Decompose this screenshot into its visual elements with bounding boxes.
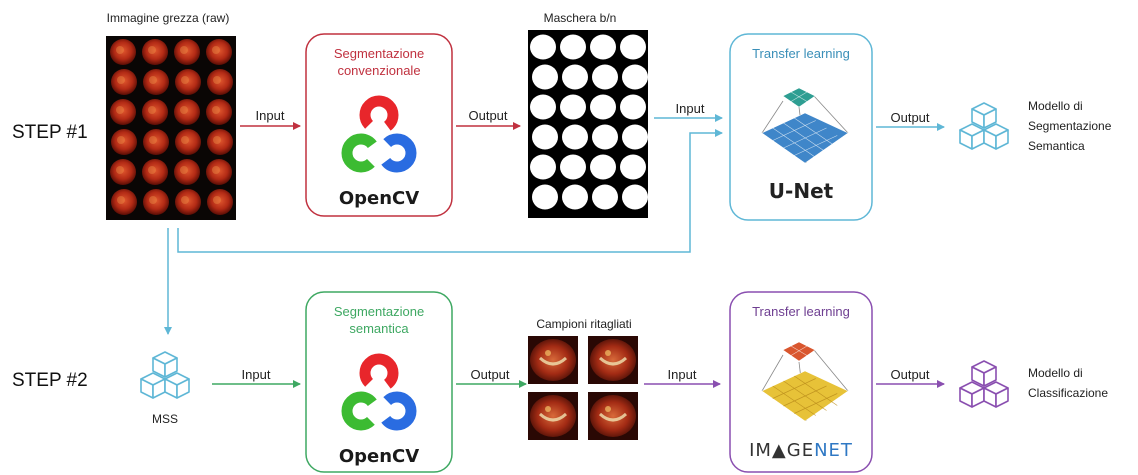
mask-blob <box>562 64 588 90</box>
mask-blob <box>560 34 586 60</box>
unet-wordmark: U-Net <box>769 179 834 203</box>
binary-mask-image <box>528 30 648 218</box>
tomato-slice <box>143 69 169 95</box>
tomato-slice <box>175 69 201 95</box>
cropped-sample <box>528 336 578 384</box>
arrow-raw-to-unet <box>177 129 723 253</box>
tomato-slice <box>110 159 136 185</box>
raw-image <box>106 36 236 220</box>
mss-cubes-icon <box>140 351 190 399</box>
tomato-slice <box>143 129 169 155</box>
mask-blob <box>530 154 556 180</box>
mask-blob <box>532 124 558 150</box>
tomato-slice <box>111 129 137 155</box>
mask-blob <box>592 124 618 150</box>
tomato-slice <box>142 39 168 65</box>
tomato-slice <box>175 189 201 215</box>
mask-blob <box>562 184 588 210</box>
arrow-output-1-label: Output <box>468 108 507 123</box>
arrow-input-2-label: Input <box>676 101 705 116</box>
classification-model-label-1: Modello di <box>1028 366 1083 380</box>
mss-label: MSS <box>152 412 178 426</box>
mask-blob <box>560 154 586 180</box>
mask-blob <box>562 124 588 150</box>
mask-blob <box>532 64 558 90</box>
mask-blob <box>590 94 616 120</box>
arrow-input-4-label: Input <box>668 367 697 382</box>
unet-network-icon <box>761 87 849 164</box>
arrow-output-3-label: Output <box>470 367 509 382</box>
tomato-slice <box>206 39 232 65</box>
segmentation-model-label-1: Modello di <box>1028 99 1083 113</box>
opencv-wordmark-1: OpenCV <box>339 188 419 209</box>
arrow-input-3-label: Input <box>242 367 271 382</box>
tomato-slice <box>143 189 169 215</box>
mask-blob <box>532 184 558 210</box>
tomato-slice <box>142 99 168 125</box>
tomato-slice <box>206 99 232 125</box>
raw-image-title: Immagine grezza (raw) <box>107 11 230 25</box>
arrow-output-4-label: Output <box>890 367 929 382</box>
unet-box-title: Transfer learning <box>752 46 850 61</box>
classification-model-cubes-icon <box>959 360 1009 408</box>
mask-blob <box>530 34 556 60</box>
opencv-wordmark-2: OpenCV <box>339 446 419 467</box>
tomato-slice <box>207 189 233 215</box>
tomato-slice <box>207 69 233 95</box>
step1-label: STEP #1 <box>12 122 88 143</box>
step2-label: STEP #2 <box>12 370 88 391</box>
mask-title: Maschera b/n <box>544 11 617 25</box>
semantic-segmentation-title-2: semantica <box>349 321 409 336</box>
tomato-slice <box>174 159 200 185</box>
unet-transfer-box: Transfer learning U-Net <box>729 33 873 221</box>
imagenet-wordmark: IM▲GENET <box>749 440 853 461</box>
classification-model-label-2: Classificazione <box>1028 386 1108 400</box>
cropped-samples-image <box>528 336 638 440</box>
tomato-slice <box>174 39 200 65</box>
mask-blob <box>622 184 648 210</box>
crops-title: Campioni ritagliati <box>536 317 631 331</box>
cropped-sample <box>588 336 638 384</box>
tomato-slice <box>207 129 233 155</box>
imagenet-box-title: Transfer learning <box>752 304 850 319</box>
mask-blob <box>622 64 648 90</box>
cropped-sample <box>588 392 638 440</box>
imagenet-transfer-box: Transfer learning IM▲GENET <box>729 291 873 473</box>
mask-blob <box>530 94 556 120</box>
tomato-slice <box>110 39 136 65</box>
mask-blob <box>590 34 616 60</box>
mask-blob <box>592 184 618 210</box>
segmentation-model-cubes-icon <box>959 102 1009 150</box>
conventional-segmentation-box: Segmentazione convenzionale OpenCV <box>305 33 453 217</box>
mask-blob <box>620 154 646 180</box>
mask-blob <box>590 154 616 180</box>
tomato-slice <box>206 159 232 185</box>
semantic-segmentation-title-1: Segmentazione <box>334 304 424 319</box>
tomato-slice <box>111 189 137 215</box>
semantic-segmentation-box: Segmentazione semantica OpenCV <box>305 291 453 473</box>
segmentation-model-label-3: Semantica <box>1028 139 1085 153</box>
tomato-slice <box>111 69 137 95</box>
conventional-segmentation-title-1: Segmentazione <box>334 46 424 61</box>
conventional-segmentation-title-2: convenzionale <box>337 63 420 78</box>
tomato-slice <box>175 129 201 155</box>
tomato-slice <box>142 159 168 185</box>
mask-blob <box>620 94 646 120</box>
opencv-logo-icon <box>341 353 417 431</box>
network-layers-icon <box>761 341 849 422</box>
mask-blob <box>622 124 648 150</box>
opencv-logo-icon <box>341 95 417 173</box>
arrow-output-2-label: Output <box>890 110 929 125</box>
mask-blob <box>592 64 618 90</box>
mask-blob <box>620 34 646 60</box>
segmentation-model-label-2: Segmentazione <box>1028 119 1112 133</box>
tomato-slice <box>110 99 136 125</box>
arrow-input-1-label: Input <box>256 108 285 123</box>
cropped-sample <box>528 392 578 440</box>
mask-blob <box>560 94 586 120</box>
tomato-slice <box>174 99 200 125</box>
